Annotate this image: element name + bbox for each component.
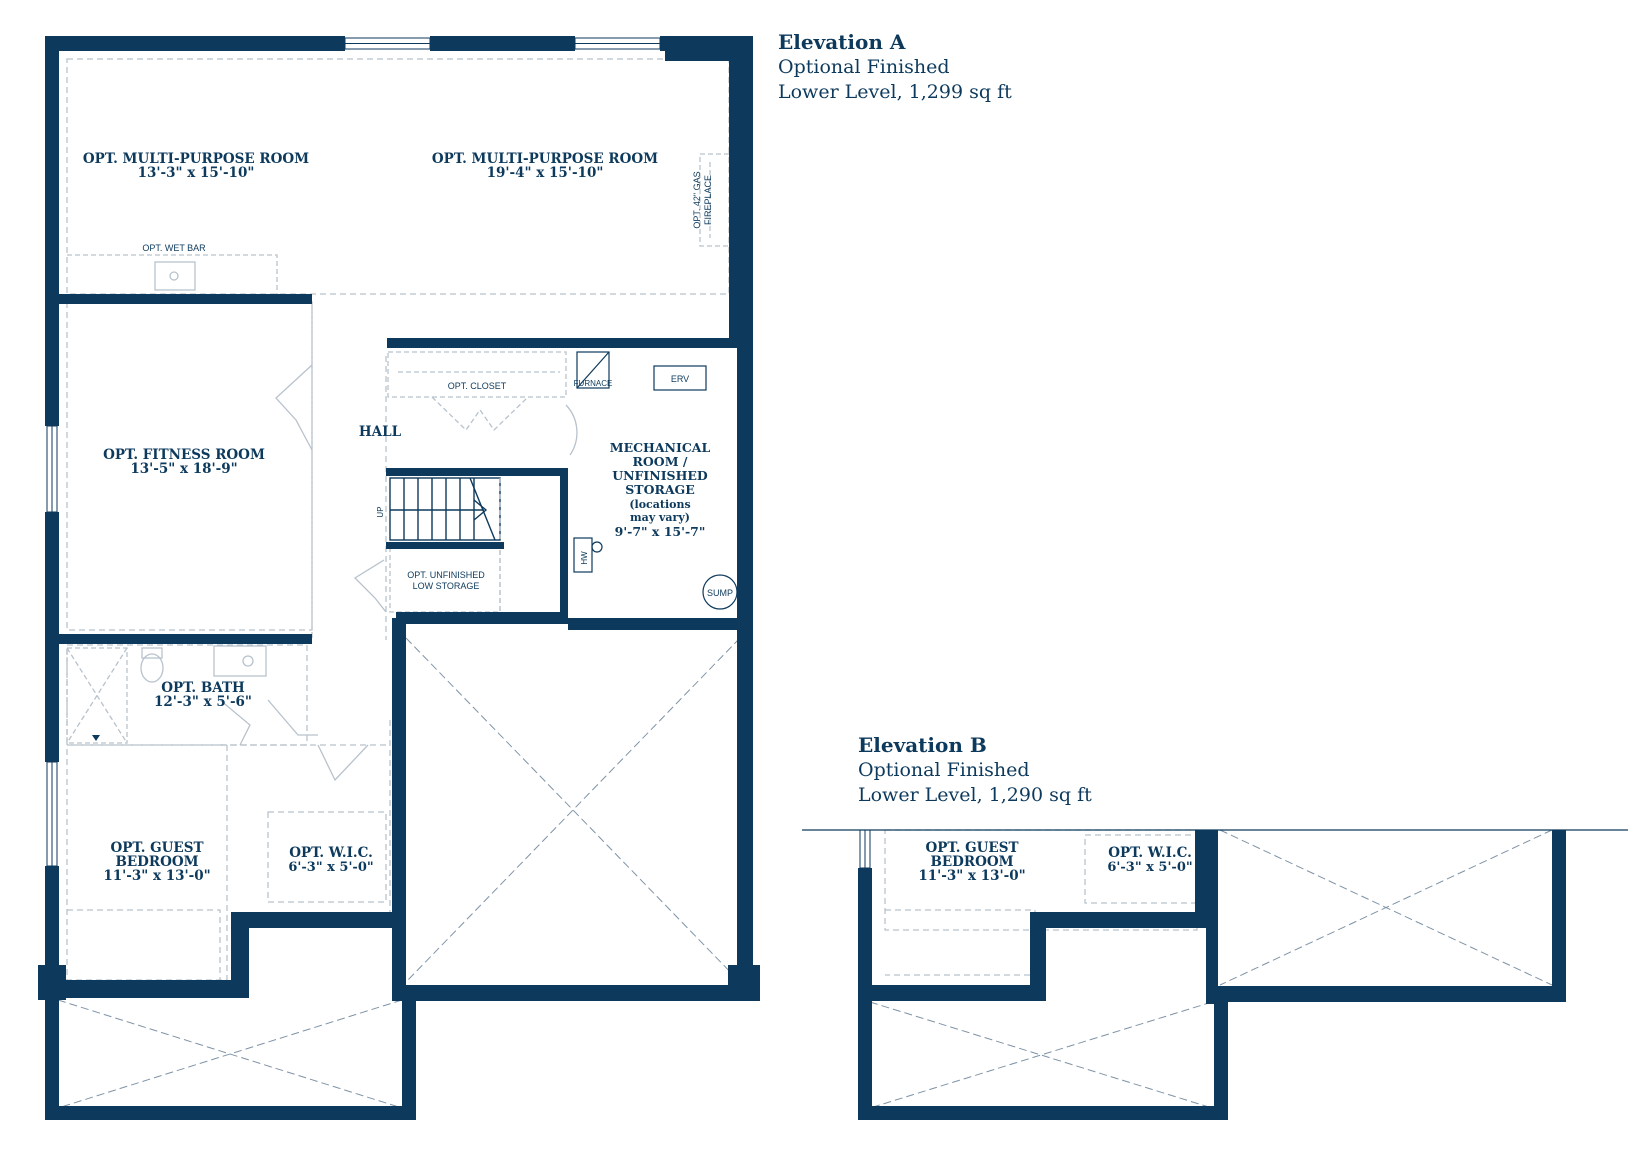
sump-label: SUMP (707, 588, 733, 598)
open-area-cross-lines (57, 637, 1553, 1109)
elevation-a-line2: Lower Level, 1,299 sq ft (778, 81, 1012, 103)
mech-l6: may vary) (630, 511, 690, 524)
guest-b-dim: 11'-3" x 13'-0" (918, 868, 1025, 884)
mp2-name: OPT. MULTI-PURPOSE ROOM (432, 151, 658, 167)
mech-l1: MECHANICAL (610, 440, 711, 455)
elevation-b-line2: Lower Level, 1,290 sq ft (858, 784, 1092, 806)
mech-dim: 9'-7" x 15'-7" (615, 524, 706, 539)
fixture-labels: OPT. WET BAR OPT. 42" GAS FIREPLACE OPT.… (142, 171, 733, 598)
shower-drain (92, 735, 100, 741)
closet-label: OPT. CLOSET (448, 381, 507, 391)
wic-b-dim: 6'-3" x 5'-0" (1107, 860, 1192, 875)
wet-bar-counter (67, 254, 278, 294)
mech-l4: STORAGE (625, 482, 695, 497)
walls-elevation-a (38, 36, 760, 1120)
mech-l3: UNFINISHED (612, 468, 708, 483)
bath-fixtures (66, 645, 267, 744)
fitness-name: OPT. FITNESS ROOM (103, 447, 265, 463)
elevation-b-heading: Elevation B Optional Finished Lower Leve… (858, 733, 1092, 808)
door-swings (219, 364, 578, 782)
room-labels: OPT. MULTI-PURPOSE ROOM 13'-3" x 15'-10"… (83, 151, 1193, 884)
fireplace-label-1: OPT. 42" GAS (692, 171, 702, 228)
mech-l5: (locations (629, 498, 690, 511)
walls-elevation-b (858, 830, 1566, 1120)
elevation-a-heading: Elevation A Optional Finished Lower Leve… (778, 30, 1012, 105)
fitness-dim: 13'-5" x 18'-9" (130, 461, 237, 477)
low-storage-label-1: OPT. UNFINISHED (407, 570, 485, 580)
furnace-label: FURNACE (574, 379, 613, 388)
stairs (389, 477, 501, 541)
guest-l2: BEDROOM (115, 854, 198, 870)
mp1-dim: 13'-3" x 15'-10" (138, 165, 255, 181)
bath-name: OPT. BATH (161, 680, 245, 696)
low-storage-label-2: LOW STORAGE (413, 581, 480, 591)
stair-up-label: UP (376, 506, 385, 517)
hw-label: HW (580, 551, 589, 565)
wic-dim: 6'-3" x 5'-0" (288, 860, 373, 875)
elevation-b-line1: Optional Finished (858, 759, 1030, 781)
guest-b-l1: OPT. GUEST (925, 840, 1018, 856)
wic-b-name: OPT. W.I.C. (1108, 845, 1192, 861)
mech-l2: ROOM / (633, 454, 688, 469)
guest-dim: 11'-3" x 13'-0" (103, 868, 210, 884)
elevation-a-line1: Optional Finished (778, 56, 950, 78)
elevation-a-title: Elevation A (778, 30, 906, 54)
hall-name: HALL (359, 424, 402, 440)
fireplace-outline (699, 153, 729, 247)
bath-dim: 12'-3" x 5'-6" (154, 694, 252, 710)
mp1-name: OPT. MULTI-PURPOSE ROOM (83, 151, 309, 167)
elevation-b-title: Elevation B (858, 733, 987, 757)
mp2-dim: 19'-4" x 15'-10" (487, 165, 604, 181)
guest-b-l2: BEDROOM (930, 854, 1013, 870)
fireplace-label-2: FIREPLACE (703, 175, 713, 225)
wic-name: OPT. W.I.C. (289, 845, 373, 861)
closet-outline (387, 351, 567, 431)
windows (46, 37, 871, 869)
wet-bar-label: OPT. WET BAR (142, 243, 206, 253)
erv-label: ERV (671, 374, 689, 384)
guest-l1: OPT. GUEST (110, 840, 203, 856)
